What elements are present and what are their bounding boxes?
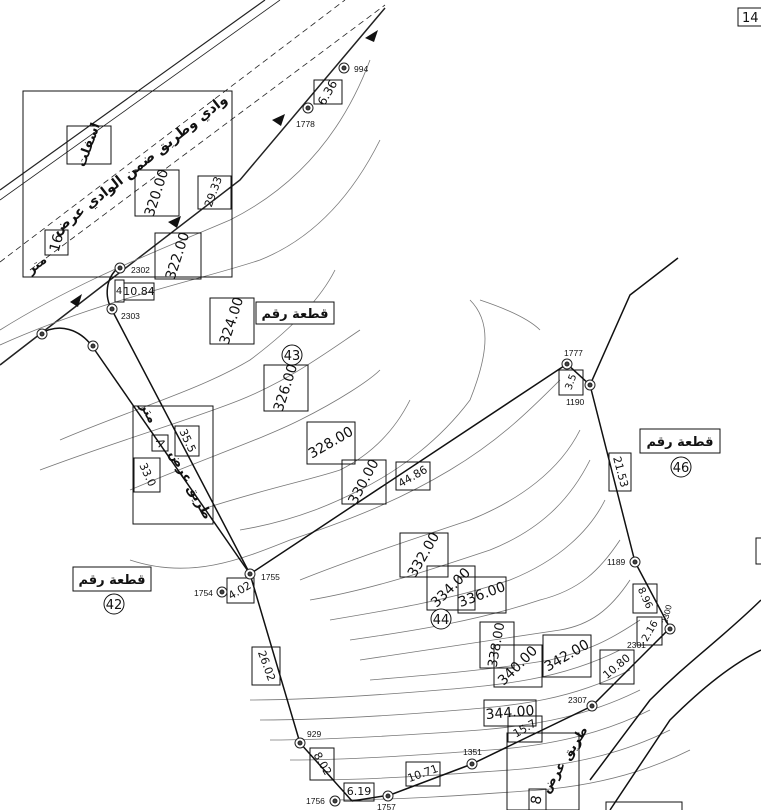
- asphalt-label: اسفلت: [74, 121, 104, 169]
- parcel-number: 46: [673, 461, 690, 476]
- survey-point-label: 1351: [463, 747, 482, 757]
- dimension-label: 6.19: [347, 785, 372, 798]
- meter-label: متر: [23, 252, 50, 278]
- dimension-label: 10.84: [123, 285, 155, 298]
- parcel-number: 44: [433, 613, 450, 628]
- sheet-reference: 14: [742, 11, 759, 26]
- contour-label: 322.00: [163, 230, 193, 282]
- text-label-frames: [66, 125, 112, 165]
- parcel-label: قطعة رقم: [261, 307, 328, 322]
- parcel-label-frames: [72, 301, 721, 630]
- survey-point-label: 2307: [568, 695, 587, 705]
- dimension-label: 44.86: [396, 463, 430, 490]
- contour-labels: [134, 169, 592, 727]
- survey-point-label: 1755: [261, 572, 280, 582]
- survey-point-label: 994: [354, 64, 368, 74]
- contour-label: 324.00: [217, 295, 247, 347]
- edge-fragments: [605, 7, 761, 810]
- survey-point-label: 929: [307, 729, 321, 739]
- annotation-frames: [22, 90, 580, 810]
- survey-point-label: 2303: [121, 311, 140, 321]
- survey-point-label: 1190: [566, 397, 585, 407]
- contour-label: 328.00: [306, 424, 356, 462]
- contour-lines: [0, 59, 691, 801]
- wadi-road-arrows: [70, 30, 378, 307]
- contour-label: 344.00: [485, 703, 535, 723]
- parcel-label: قطعة رقم: [78, 573, 145, 588]
- dimension-label: 8.96: [635, 586, 654, 611]
- dimension-label: 4.02: [226, 579, 254, 603]
- survey-point-label: 1757: [377, 802, 396, 810]
- survey-point-label: 2301: [627, 640, 646, 650]
- dimension-frames: [44, 79, 663, 810]
- dimension-label: 10.80: [600, 652, 632, 682]
- dimension-label: 21.53: [610, 455, 631, 489]
- contour-label: 332.00: [405, 530, 443, 580]
- parcel-number: 43: [284, 349, 301, 364]
- survey-point-label: 1778: [296, 119, 315, 129]
- dimension-label: 6.36: [315, 78, 340, 108]
- contour-label: 326.00: [271, 362, 301, 414]
- dimension-label: 8.02: [311, 750, 335, 778]
- survey-point-label: 1777: [564, 348, 583, 358]
- survey-point-label: 1754: [194, 588, 213, 598]
- dimension-label: 26.02: [255, 649, 278, 683]
- dimension-label: 16: [47, 232, 67, 253]
- survey-point-label: 1189: [607, 557, 626, 567]
- survey-point-label: 2300: [659, 603, 674, 624]
- dimension-label: 29.33: [202, 175, 225, 209]
- dimension-label: 3.5: [564, 373, 580, 392]
- dimension-label: 33.0: [136, 461, 158, 489]
- dimension-label: 10.71: [406, 762, 440, 785]
- survey-point-label: 2302: [131, 265, 150, 275]
- parcel-number: 42: [106, 598, 123, 613]
- parcel-label: قطعة رقم: [646, 435, 713, 450]
- survey-point-markers: [36, 62, 676, 807]
- survey-point-label: 1756: [306, 796, 325, 806]
- contour-label: 320.00: [142, 167, 172, 219]
- contour-label: 342.00: [542, 637, 592, 675]
- dimension-label: 8: [528, 794, 545, 806]
- meter-label: متر: [136, 399, 160, 426]
- dimension-label: 4: [116, 286, 122, 297]
